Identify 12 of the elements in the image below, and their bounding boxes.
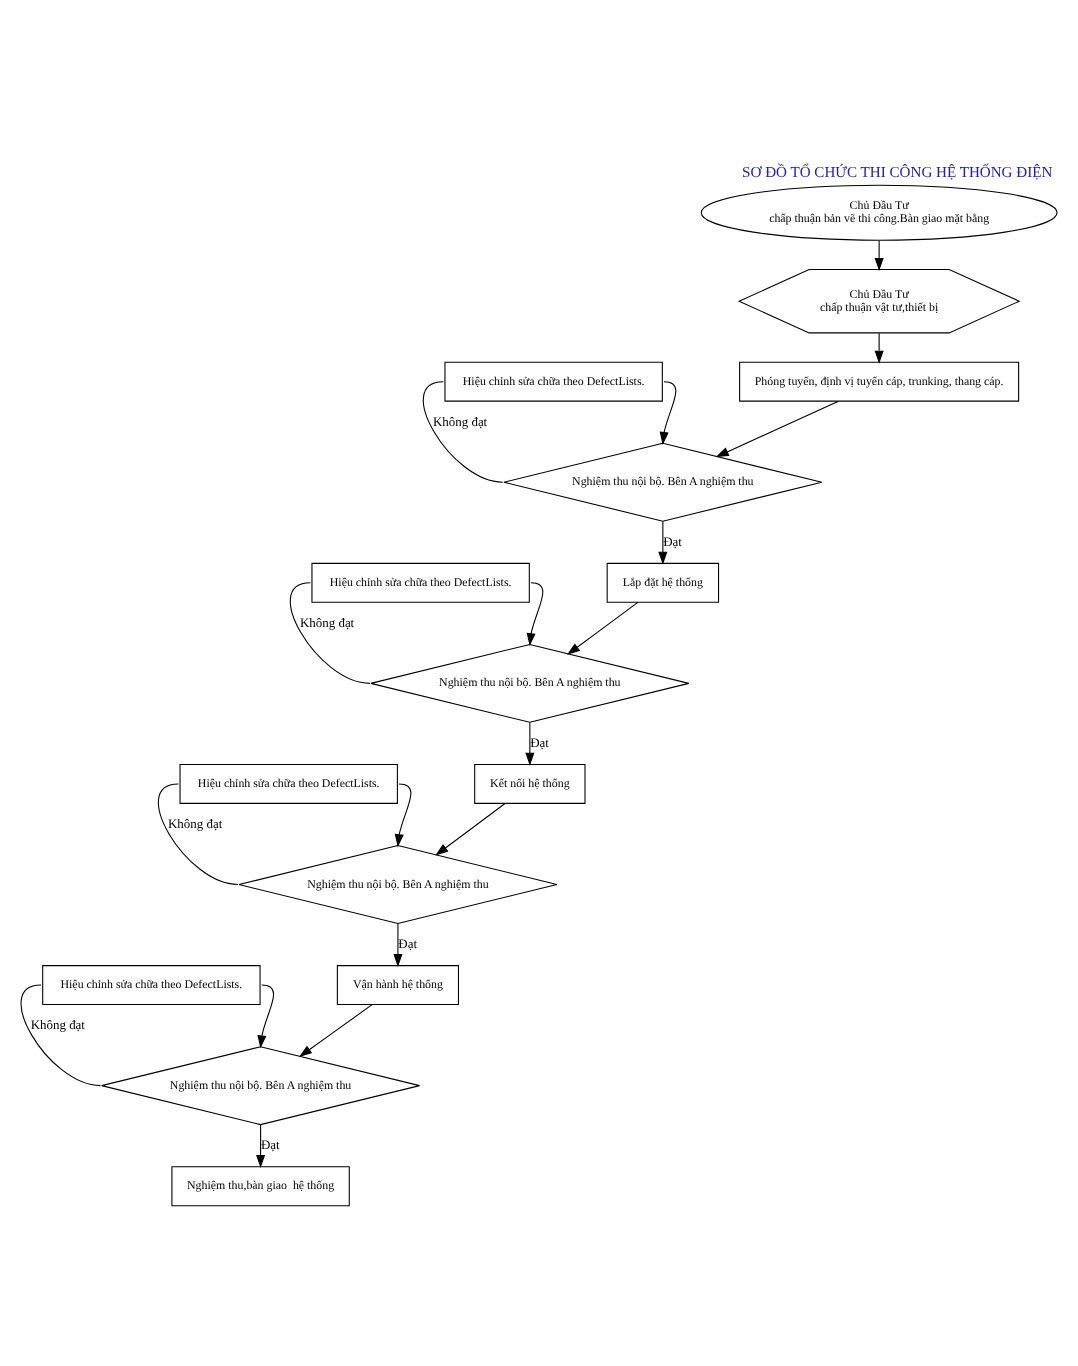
arrow	[658, 520, 668, 565]
arrow	[874, 240, 884, 272]
arrow	[435, 803, 506, 856]
arrow	[256, 1124, 266, 1169]
arrow	[715, 400, 839, 458]
connector	[20, 984, 102, 1087]
arrow	[393, 923, 403, 967]
arrow	[525, 721, 535, 766]
arrow	[299, 1004, 373, 1058]
arrow	[874, 332, 884, 364]
arrow	[567, 601, 639, 655]
diagram-title: SƠ ĐỒ TỔ CHỨC THI CÔNG HỆ THỐNG ĐIỆN	[742, 162, 1053, 181]
